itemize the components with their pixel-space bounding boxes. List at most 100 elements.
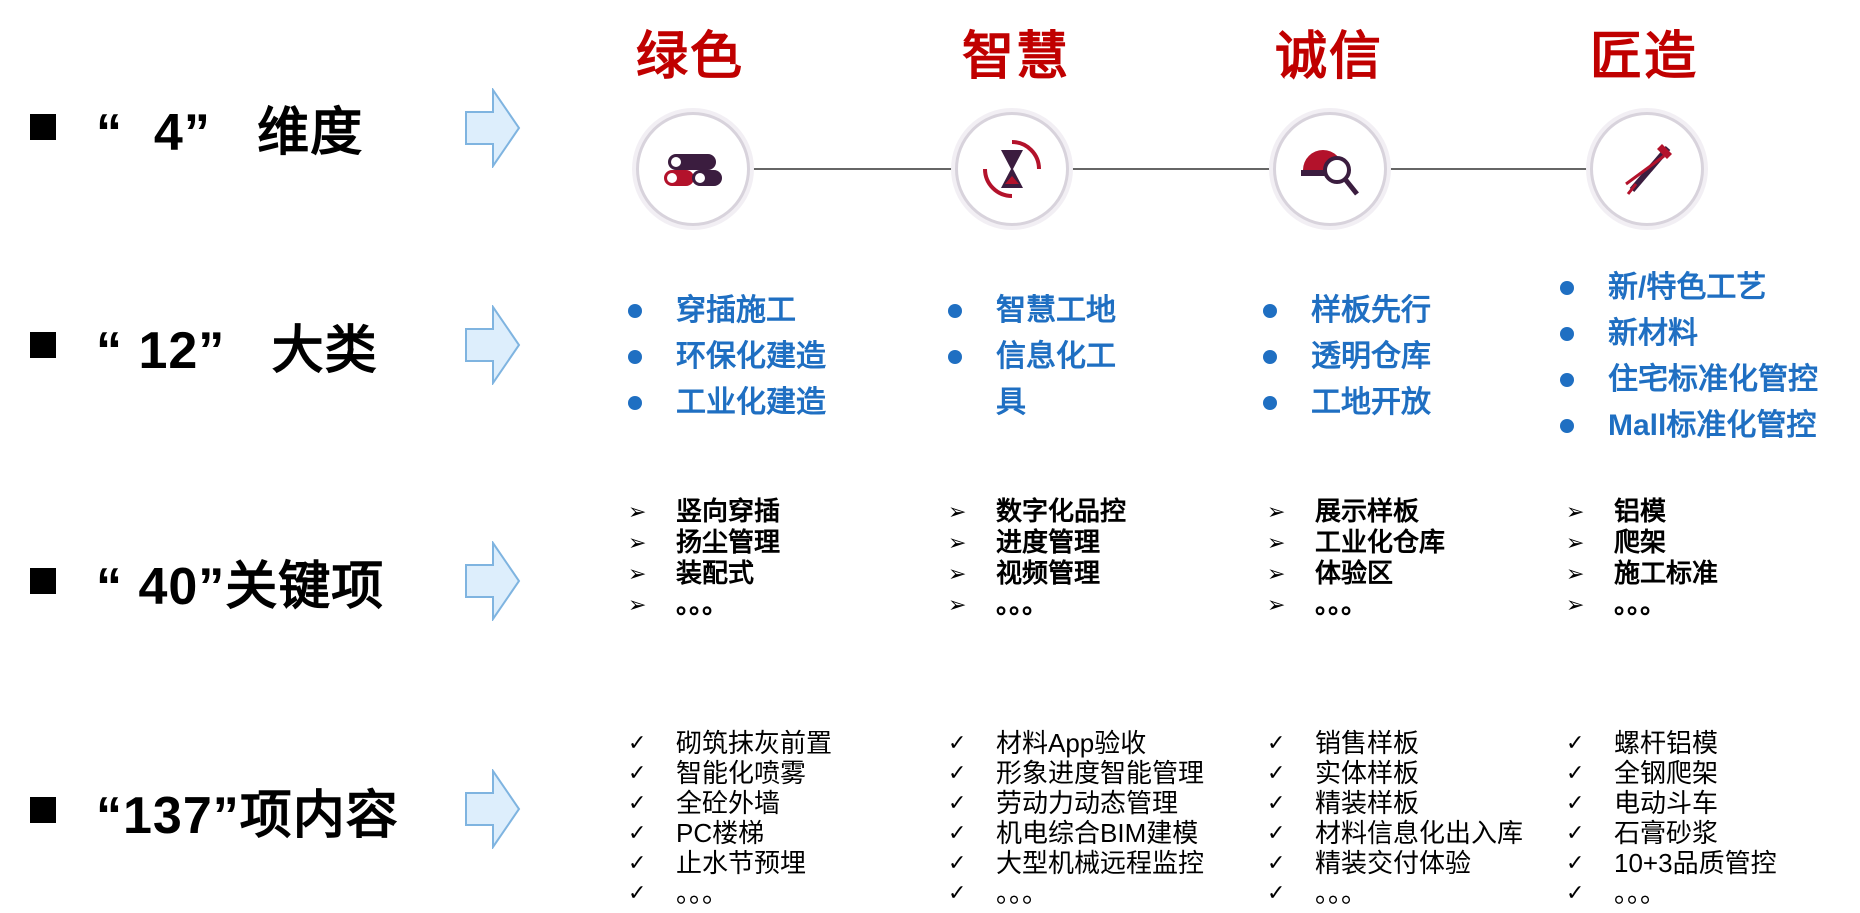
check-mark-icon: ✓: [948, 790, 967, 815]
list-item: 透明仓库: [1263, 334, 1431, 380]
dimension-node-craft: [1590, 112, 1704, 226]
list-item: ✓。。。: [1566, 878, 1667, 908]
magnifier-helmet-icon: [1301, 150, 1359, 196]
list-item: ✓螺杆铝模: [1566, 728, 1719, 758]
list-item: ➢。。。: [948, 589, 1049, 619]
arrowhead-bullet-icon: ➢: [1267, 499, 1286, 524]
check-mark-icon: ✓: [1267, 820, 1286, 845]
right-arrow-icon: [465, 88, 521, 168]
list-item: 工地开放: [1263, 380, 1431, 426]
check-mark-icon: ✓: [948, 850, 967, 875]
list-item: ✓全钢爬架: [1566, 758, 1719, 788]
list-item: ✓精装样板: [1267, 788, 1420, 818]
dot-bullet-icon: [1560, 327, 1574, 341]
content-list-integrity: ✓销售样板 ✓实体样板 ✓精装样板 ✓材料信息化出入库 ✓精装交付体验 ✓。。。: [1267, 728, 1523, 908]
list-item: 工业化建造: [628, 380, 826, 426]
list-item: ➢装配式: [628, 558, 755, 588]
check-mark-icon: ✓: [628, 790, 647, 815]
square-bullet-icon: [30, 797, 56, 823]
arrowhead-bullet-icon: ➢: [628, 592, 647, 617]
list-item: ➢爬架: [1566, 527, 1667, 557]
dimension-title-craft: 匠造: [1590, 28, 1699, 86]
arrowhead-bullet-icon: ➢: [628, 561, 647, 586]
list-item: 新材料: [1560, 311, 1818, 357]
check-mark-icon: ✓: [1267, 760, 1286, 785]
list-item: ✓PC楼梯: [628, 818, 765, 848]
list-item: ➢竖向穿插: [628, 496, 781, 526]
list-item: 环保化建造: [628, 334, 826, 380]
dot-bullet-icon: [628, 350, 642, 364]
square-bullet-icon: [30, 568, 56, 594]
row-label-dimensions: “ 4” 维度: [30, 92, 363, 162]
right-arrow-icon: [465, 541, 521, 621]
check-mark-icon: ✓: [628, 880, 647, 905]
dimension-node-smart: [955, 112, 1069, 226]
dot-bullet-icon: [628, 396, 642, 410]
category-list-smart: 智慧工地 信息化工具: [948, 288, 1136, 426]
check-mark-icon: ✓: [1267, 880, 1286, 905]
list-item: ✓10+3品质管控: [1566, 848, 1777, 878]
list-item: ✓石膏砂浆: [1566, 818, 1719, 848]
row-label-key-items: “ 40”关键项: [30, 546, 384, 616]
square-bullet-icon: [30, 332, 56, 358]
check-mark-icon: ✓: [1566, 880, 1585, 905]
check-mark-icon: ✓: [628, 820, 647, 845]
brick-stack-icon: [664, 154, 722, 186]
arrowhead-bullet-icon: ➢: [948, 499, 967, 524]
dimension-node-green: [636, 112, 750, 226]
list-item: ➢展示样板: [1267, 496, 1420, 526]
check-mark-icon: ✓: [1267, 850, 1286, 875]
arrowhead-bullet-icon: ➢: [1267, 592, 1286, 617]
list-item: ➢工业化仓库: [1267, 527, 1446, 557]
dot-bullet-icon: [1560, 281, 1574, 295]
list-item: ➢体验区: [1267, 558, 1394, 588]
arrowhead-bullet-icon: ➢: [948, 561, 967, 586]
key-item-list-craft: ➢铝模 ➢爬架 ➢施工标准 ➢。。。: [1566, 496, 1718, 620]
list-item: ✓。。。: [628, 878, 729, 908]
dimension-title-green: 绿色: [636, 28, 745, 86]
row-label-categories: “ 12” 大类: [30, 310, 378, 380]
list-item: ✓全砼外墙: [628, 788, 781, 818]
check-mark-icon: ✓: [628, 760, 647, 785]
key-item-list-green: ➢竖向穿插 ➢扬尘管理 ➢装配式 ➢。。。: [628, 496, 780, 620]
dimension-title-smart: 智慧: [962, 28, 1071, 86]
dot-bullet-icon: [1560, 419, 1574, 433]
dot-bullet-icon: [628, 304, 642, 318]
check-mark-icon: ✓: [948, 760, 967, 785]
check-mark-icon: ✓: [1566, 730, 1585, 755]
dimension-node-integrity: [1273, 112, 1387, 226]
arrowhead-bullet-icon: ➢: [948, 530, 967, 555]
key-item-list-smart: ➢数字化品控 ➢进度管理 ➢视频管理 ➢。。。: [948, 496, 1126, 620]
dot-bullet-icon: [1263, 304, 1277, 318]
list-item: 新/特色工艺: [1560, 265, 1818, 311]
list-item: ✓止水节预埋: [628, 848, 807, 878]
list-item: 信息化工具: [948, 334, 1136, 426]
list-item: 智慧工地: [948, 288, 1136, 334]
check-mark-icon: ✓: [1566, 790, 1585, 815]
check-mark-icon: ✓: [948, 880, 967, 905]
list-item: ➢。。。: [628, 589, 729, 619]
list-item: ✓电动斗车: [1566, 788, 1719, 818]
list-item: 住宅标准化管控: [1560, 357, 1818, 403]
list-item: ➢数字化品控: [948, 496, 1127, 526]
arrowhead-bullet-icon: ➢: [948, 592, 967, 617]
content-list-craft: ✓螺杆铝模 ✓全钢爬架 ✓电动斗车 ✓石膏砂浆 ✓10+3品质管控 ✓。。。: [1566, 728, 1777, 908]
list-item: ✓材料App验收: [948, 728, 1147, 758]
check-mark-icon: ✓: [1566, 850, 1585, 875]
category-list-craft: 新/特色工艺 新材料 住宅标准化管控 Mall标准化管控: [1560, 265, 1818, 449]
dot-bullet-icon: [1560, 373, 1574, 387]
list-item: ✓大型机械远程监控: [948, 848, 1205, 878]
dot-bullet-icon: [1263, 350, 1277, 364]
list-item: ✓销售样板: [1267, 728, 1420, 758]
key-item-list-integrity: ➢展示样板 ➢工业化仓库 ➢体验区 ➢。。。: [1267, 496, 1445, 620]
check-mark-icon: ✓: [1566, 760, 1585, 785]
check-mark-icon: ✓: [628, 730, 647, 755]
arrowhead-bullet-icon: ➢: [1566, 592, 1585, 617]
dot-bullet-icon: [948, 304, 962, 318]
list-item: 穿插施工: [628, 288, 826, 334]
list-item: ➢。。。: [1267, 589, 1368, 619]
list-item: ✓材料信息化出入库: [1267, 818, 1524, 848]
right-arrow-icon: [465, 305, 521, 385]
dimension-title-integrity: 诚信: [1275, 28, 1384, 86]
list-item: ✓形象进度智能管理: [948, 758, 1205, 788]
